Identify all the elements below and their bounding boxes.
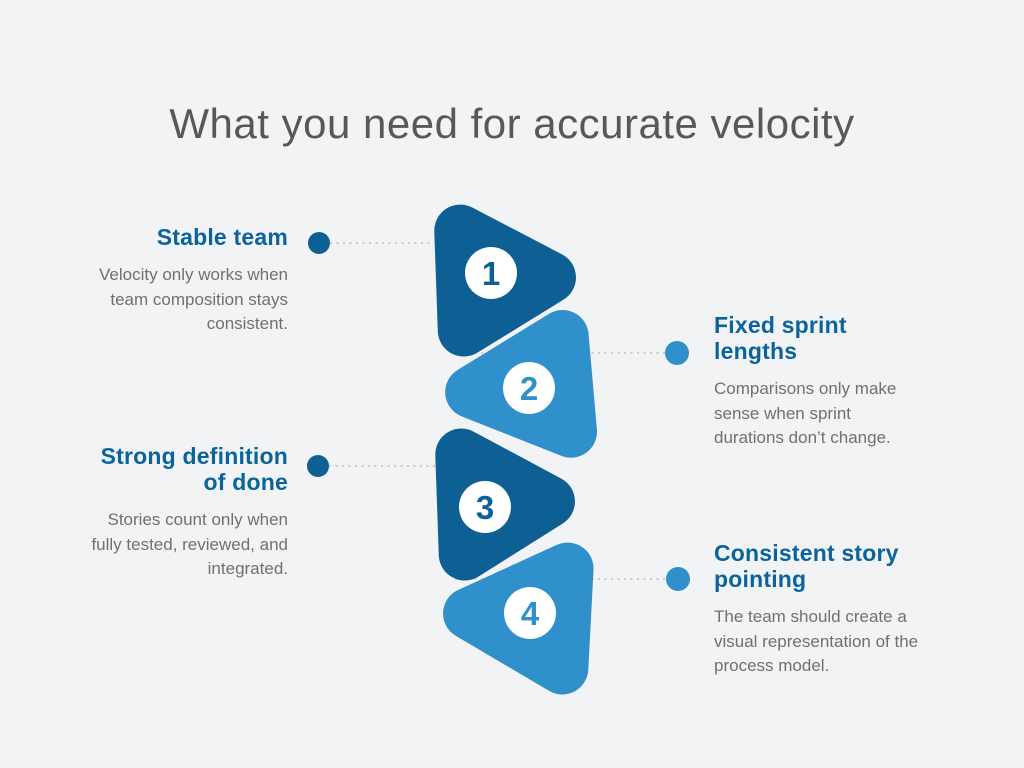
connector-dot-2 [665,341,689,365]
step-3-description: Stories count only when fully tested, re… [91,510,288,578]
step-1-heading: Stable team [156,224,288,250]
step-3-number: 3 [476,489,494,526]
velocity-diagram: 1 2 3 4 [307,204,690,695]
step-3-text-block: Strong definition of done Stories count … [78,443,288,582]
step-2-description: Comparisons only make sense when sprint … [714,379,897,447]
connector-dot-3 [307,455,329,477]
step-1-number: 1 [482,255,500,292]
step-2-badge [503,362,555,414]
step-4-number: 4 [521,595,540,632]
step-3-badge [459,481,511,533]
step-4-heading: Consistent story pointing [714,540,899,592]
page-title: What you need for accurate velocity [169,100,855,147]
step-2-text-block: Fixed sprint lengths Comparisons only ma… [714,312,922,451]
step-1-text-block: Stable team Velocity only works when tea… [78,224,288,337]
step-3-heading: Strong definition of done [100,443,288,495]
step-4-text-block: Consistent story pointing The team shoul… [714,540,922,679]
step-4-description: The team should create a visual represen… [714,607,919,675]
step-2-number: 2 [520,370,538,407]
step-1-description: Velocity only works when team compositio… [99,265,288,333]
connector-dot-1 [308,232,330,254]
step-4-badge [504,587,556,639]
step-2-heading: Fixed sprint lengths [714,312,847,364]
connector-dot-4 [666,567,690,591]
step-1-badge [465,247,517,299]
